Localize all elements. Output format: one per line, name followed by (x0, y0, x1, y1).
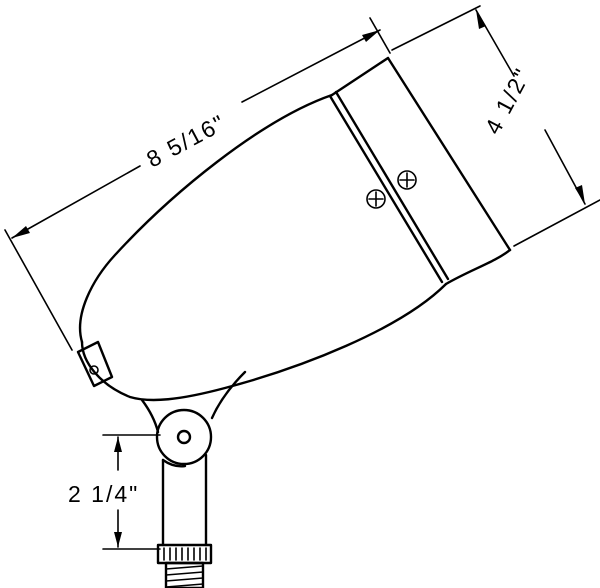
threaded-nut (156, 543, 213, 588)
screw-1-icon (366, 189, 386, 209)
rear-mount-tab (76, 340, 114, 388)
screw-2-icon (397, 170, 417, 190)
knuckle-bracket (140, 370, 247, 466)
fixture-housing (78, 56, 512, 402)
dimension-stake-height: 2 1/4" (68, 434, 161, 550)
dimension-diameter: 4 1/2" (391, 5, 600, 247)
diameter-label: 4 1/2" (479, 63, 535, 138)
stem (161, 453, 208, 547)
stake-height-label: 2 1/4" (68, 481, 139, 507)
dimension-length: 8 5/16" (4, 17, 391, 351)
